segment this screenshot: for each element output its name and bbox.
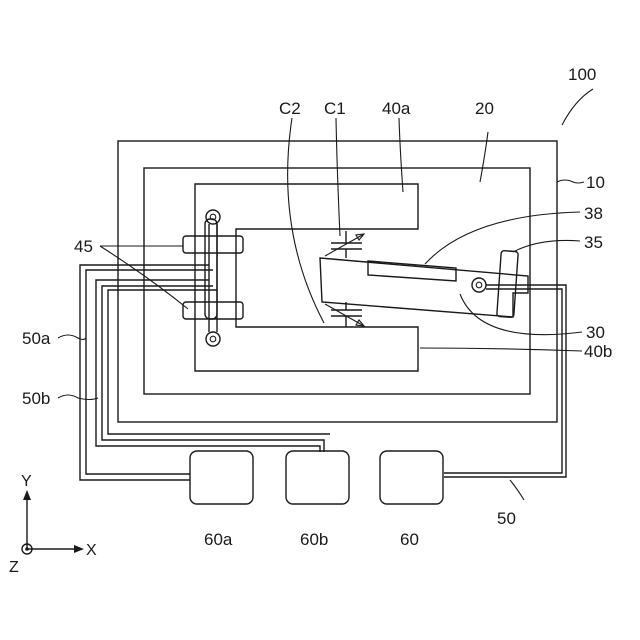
label-20: 20 [475, 99, 494, 118]
pivot-35-inner [476, 282, 482, 288]
element-35 [497, 251, 519, 318]
frame-20 [144, 168, 530, 394]
axis-x-label: X [86, 542, 97, 559]
axis-y-label: Y [21, 473, 32, 490]
label-40b: 40b [584, 342, 612, 361]
y-arrow-icon [23, 490, 31, 500]
capacitor-c1 [325, 231, 364, 258]
wire-50a-inner [86, 270, 213, 474]
pad-60b [286, 451, 349, 504]
label-35: 35 [584, 233, 603, 252]
coordinate-axes: Y X Z [9, 473, 97, 576]
wire-50 [444, 285, 566, 477]
element-45 [183, 210, 243, 346]
label-45: 45 [74, 237, 93, 256]
c-shaped-member-40 [195, 184, 418, 371]
label-60b: 60b [300, 530, 328, 549]
axis-z-label: Z [9, 559, 19, 576]
label-30: 30 [586, 323, 605, 342]
label-40a: 40a [382, 99, 411, 118]
label-60a: 60a [204, 530, 233, 549]
label-50b: 50b [22, 389, 50, 408]
pad-60a [190, 451, 253, 504]
label-38: 38 [584, 204, 603, 223]
label-60: 60 [400, 530, 419, 549]
label-c2: C2 [279, 99, 301, 118]
label-100: 100 [568, 65, 596, 84]
pivot-35 [472, 278, 486, 292]
wire-50b-inner [102, 286, 324, 452]
label-c1: C1 [324, 99, 346, 118]
capacitor-c2 [325, 302, 364, 327]
wire-50b-2 [108, 290, 330, 434]
label-50: 50 [497, 509, 516, 528]
label-10: 10 [586, 173, 605, 192]
element-38 [368, 261, 456, 281]
label-50a: 50a [22, 329, 51, 348]
pad-60 [380, 451, 443, 504]
wire-50b [96, 280, 320, 452]
x-arrow-icon [74, 545, 84, 553]
